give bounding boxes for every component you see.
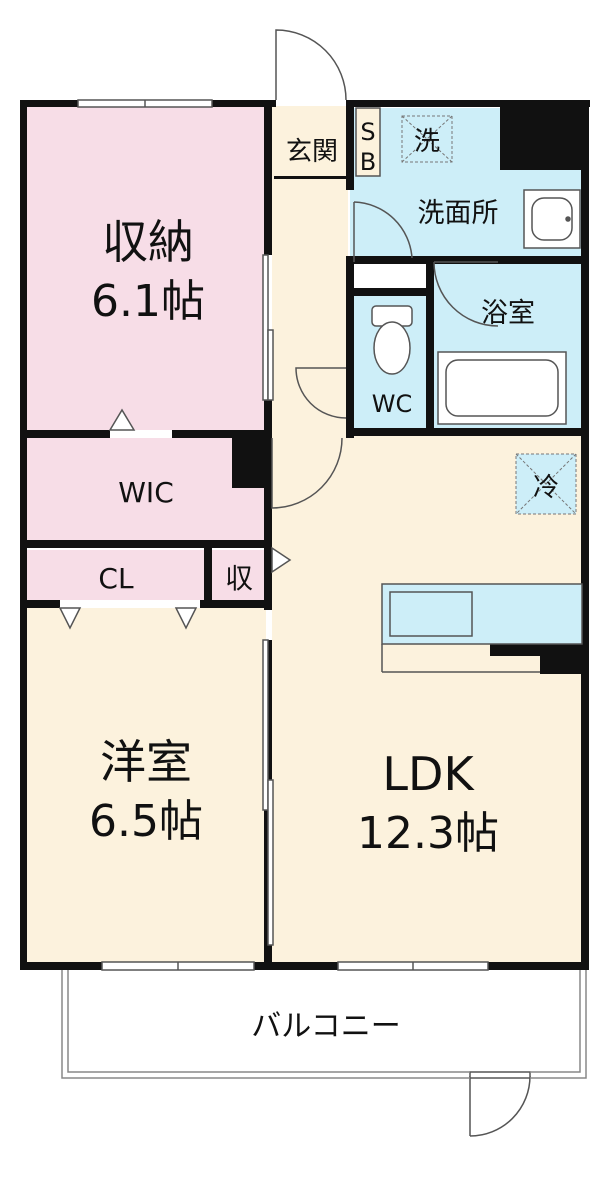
windows [77, 99, 489, 971]
storage-room-name: 収納 [102, 215, 194, 269]
bathroom-label: 浴室 [481, 298, 535, 329]
washing-machine-label: 洗 [414, 127, 440, 157]
sliding-doors [262, 254, 274, 946]
shoe-box-label-s: S [360, 118, 375, 146]
storage-room-size: 6.1帖 [91, 276, 205, 327]
balcony-label: バルコニー [251, 1009, 400, 1044]
wic-fill [26, 438, 266, 540]
entrance-label: 玄関 [286, 137, 338, 167]
ldk-size: 12.3帖 [357, 808, 499, 859]
entrance-fill [274, 108, 356, 178]
small-storage-fill [212, 550, 266, 600]
closet-label: CL [98, 562, 134, 595]
small-storage-label: 収 [225, 562, 253, 595]
toilet-fixture [371, 305, 413, 375]
western-room-size: 6.5帖 [89, 796, 203, 847]
washroom-label: 洗面所 [418, 198, 499, 229]
western-room-name: 洋室 [100, 735, 192, 789]
fridge-label: 冷 [533, 473, 559, 503]
western-room-fill [26, 608, 266, 962]
fridge-space [515, 453, 577, 515]
kitchen-counter [381, 583, 583, 673]
ldk-fill [272, 430, 582, 962]
closet-fill [26, 550, 204, 600]
shoe-box-label-b: B [360, 148, 376, 176]
washing-machine-pan [401, 115, 453, 163]
wash-basin [523, 189, 581, 249]
storage-room-fill [26, 106, 266, 430]
wic-label: WIC [118, 476, 174, 509]
walls [20, 100, 590, 970]
bathtub [437, 351, 567, 425]
balcony-outline [61, 970, 587, 1079]
closet-triangles [58, 408, 292, 630]
toilet-label: WC [372, 390, 413, 418]
ldk-name: LDK [382, 747, 475, 801]
shoe-box-fixture [355, 107, 381, 177]
door-swings [271, 29, 531, 1137]
